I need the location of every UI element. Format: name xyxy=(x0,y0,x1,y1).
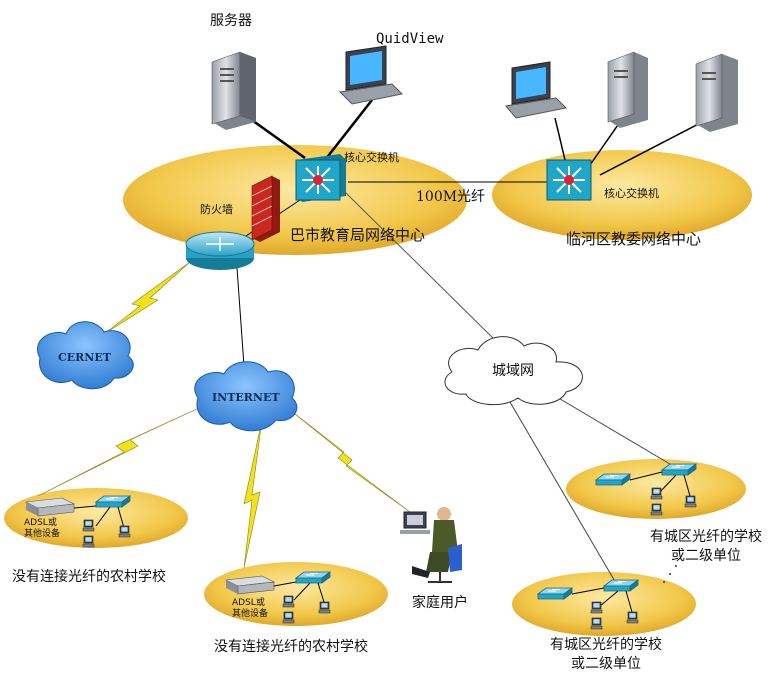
fiber-100m-label: 100M光纤 xyxy=(416,189,486,205)
router-icon xyxy=(185,231,255,270)
home-user-label: 家庭用户 xyxy=(412,595,468,611)
continuation-dots xyxy=(663,565,677,583)
cernet-label: CERNET xyxy=(58,351,111,364)
core-switch-icon xyxy=(295,154,346,202)
monitor-icon xyxy=(338,45,404,105)
internet-label: INTERNET xyxy=(212,391,280,404)
firewall-label: 防火墙 xyxy=(200,203,233,216)
pc-icon xyxy=(282,611,295,624)
linhe-monitor-icon xyxy=(505,61,568,119)
metro-label: 城域网 xyxy=(492,363,534,379)
linhe-core-switch-icon xyxy=(546,159,592,201)
server-label: 服务器 xyxy=(210,13,252,29)
pc-icon xyxy=(626,611,639,624)
server-icon xyxy=(211,51,256,130)
pc-icon xyxy=(118,525,131,538)
quidview-label: QuidView xyxy=(376,31,444,47)
home-user-icon xyxy=(400,507,462,583)
linhe-server-icon-1 xyxy=(607,51,648,128)
fiber-school-label-1b: 或二级单位 xyxy=(671,548,741,564)
linhe-core-switch-label: 核心交换机 xyxy=(604,187,659,200)
adsl-modem-icon-2 xyxy=(224,575,276,595)
pc-icon xyxy=(684,495,697,508)
pc-icon xyxy=(318,601,331,614)
linhe-server-icon-2 xyxy=(695,53,738,132)
rural-school-label-2: 没有连接光纤的农村学校 xyxy=(214,639,368,655)
fiber-school-label-2a: 有城区光纤的学校 xyxy=(550,637,662,653)
core-switch-label: 核心交换机 xyxy=(344,151,399,164)
main-center-label: 巴市教育局网络中心 xyxy=(290,226,426,244)
pc-icon xyxy=(82,519,95,532)
fiber-school-label-1a: 有城区光纤的学校 xyxy=(650,529,762,545)
fiber-school-ellipse-2 xyxy=(512,572,696,636)
rural-school-label-1: 没有连接光纤的农村学校 xyxy=(12,569,166,585)
pc-icon xyxy=(590,601,603,614)
pc-icon xyxy=(282,595,295,608)
adsl-label-2: ADSL或 其他设备 xyxy=(232,598,269,619)
firewall-icon xyxy=(251,175,280,242)
cernet-cloud xyxy=(37,321,134,390)
pc-icon xyxy=(650,487,663,500)
internet-cloud xyxy=(194,361,298,432)
adsl-label-1: ADSL或 其他设备 xyxy=(24,518,61,539)
metro-cloud xyxy=(444,336,583,406)
pc-icon xyxy=(590,617,603,630)
adsl-modem-icon xyxy=(24,497,76,517)
pc-icon xyxy=(82,535,95,548)
pc-icon xyxy=(650,503,663,516)
linhe-center-label: 临河区教委网络中心 xyxy=(566,230,702,248)
fiber-school-label-2b: 或二级单位 xyxy=(571,656,641,672)
